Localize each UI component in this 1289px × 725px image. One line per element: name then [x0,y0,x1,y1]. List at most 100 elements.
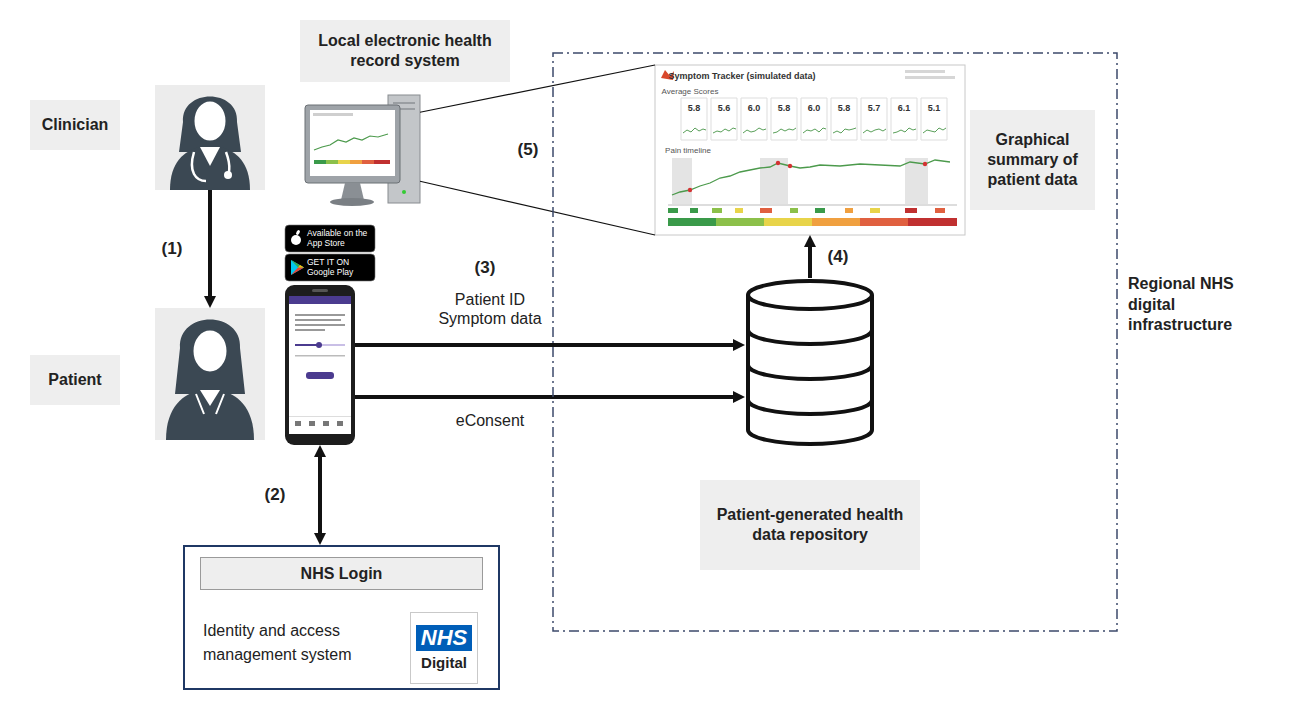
store-badges [295,229,300,235]
service-title-box: NHS Login [200,557,483,590]
role-label: Clinician [30,100,120,150]
smartphone-illustration [289,296,351,434]
dashboard-illustration [790,208,798,213]
role-label: Patient [30,355,120,405]
region-boundary: Graphical summary of patient dataPatient… [552,52,1118,632]
region-outline [553,53,1117,631]
patient-icon [192,329,228,373]
smartphone-illustration [295,329,325,331]
smartphone-illustration [295,355,345,357]
text-slot: Patient-generated health data repository [700,480,920,570]
patient-icon [196,394,224,414]
store-badges [291,235,301,245]
smartphone-illustration [285,285,355,445]
edge-label: eConsent [454,411,527,430]
text-slot: Patient [30,355,120,405]
dashboard-illustration [668,208,678,213]
store-badges [285,225,375,252]
data-repository: Patient-generated health data repository [745,278,875,446]
store-badges [285,254,375,281]
store-badges [291,260,304,268]
text-slot: NHS [416,625,472,650]
store-badges [285,225,375,281]
dashboard-illustration [776,161,780,165]
callout-number: (2) [263,485,288,505]
text-slot: 5.8 [688,103,701,113]
callout-number: (1) [160,239,185,259]
computer-illustration [326,160,338,164]
store-badges [291,268,304,276]
callout-number: (5) [516,140,541,160]
patient-icon [166,390,254,440]
clinician-icon [226,152,229,173]
dashboard-illustration [716,218,764,226]
smartphone-illustration [306,372,334,379]
text-slot: 6.0 [808,103,821,113]
computer-illustration [393,102,415,104]
dashboard-illustration [655,65,965,235]
patient-icon [175,320,245,395]
text-slot: GET IT ON Google Play [285,254,375,281]
screenshot-text: Pain timeline [665,146,711,155]
computer-illustration [362,160,374,164]
callout-number: (4) [826,247,851,267]
dashboard-illustration [860,218,908,226]
computer-illustration [338,160,350,164]
text-slot: 5.6 [718,103,731,113]
computer-illustration [310,110,395,176]
screenshot-text: 5.1 [928,103,941,113]
nhs-digital-logo: NHS Digital [410,612,478,684]
dashboard-illustration [668,218,716,226]
screenshot-text: 5.6 [718,103,731,113]
database-cylinder-drawing [748,281,872,309]
store-badge-text: GET IT ON Google Play [285,254,375,281]
dashboard-illustration [655,65,965,235]
text-slot: Local electronic health record system [300,20,510,82]
store-badges [298,265,304,268]
dashboard-illustration [681,98,947,140]
dashboard-illustration [905,158,928,204]
dashboard-illustration [668,205,957,206]
zoom-line [420,181,655,235]
screenshot-text: 6.0 [808,103,821,113]
smartphone-illustration [312,289,328,292]
text-slot: 6.1 [898,103,911,113]
screenshot-text: 6.1 [898,103,911,113]
computer-illustration [402,190,406,194]
repository-label: Patient-generated health data repository [700,480,920,570]
computer-illustration [350,160,362,164]
smartphone-illustration [295,421,301,426]
clinician-icon [179,97,241,153]
computer-illustration [314,160,326,164]
dashboard-illustration [815,208,825,213]
flow-arrow [355,395,733,399]
dashboard-illustration [688,188,692,192]
clinician-icon [155,85,265,190]
screenshot-text: Average Scores [662,87,719,96]
screenshot-text: Symptom Tracker (simulated data) [668,71,815,81]
logo-caption: Digital [421,654,467,671]
flow-arrow [808,247,812,278]
smartphone: Available on the App StoreGET IT ON Goog… [285,285,355,445]
text-slot: 5.1 [928,103,941,113]
computer-illustration [374,160,390,164]
text-slot: (2) [263,485,288,505]
text-slot: NHS Login [301,565,383,583]
patient-icon [200,390,220,406]
system-label: Local electronic health record system [300,20,510,82]
smartphone-illustration [295,344,319,346]
clinician-icon [192,152,206,181]
clinician-icon [170,147,250,190]
computer-illustration [305,105,400,183]
text-slot: Clinician [30,100,120,150]
callout-number: (3) [473,258,498,278]
text-slot: Symptom Tracker (simulated data) [668,71,815,81]
text-slot: (4) [826,247,851,267]
screenshot-text: 5.7 [868,103,881,113]
ehr-computer: Local electronic health record system [305,95,420,210]
dashboard-illustration [735,208,743,213]
dashboard-illustration [905,76,955,79]
dashboard-illustration [923,162,927,166]
text-slot: (5) [516,140,541,160]
